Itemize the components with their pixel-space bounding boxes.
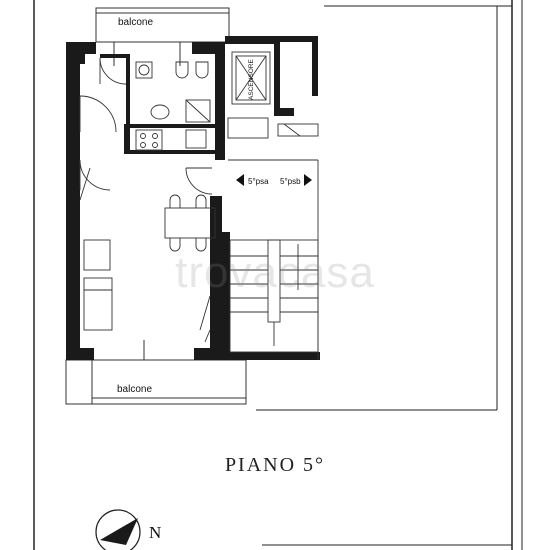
balcony-top-label: balcone [118, 17, 153, 28]
balcony-bottom [65, 340, 247, 405]
elevator-label: ASCENSORE [248, 59, 255, 100]
landing-left-label: 5°psa [248, 177, 269, 186]
north-label: N [149, 523, 162, 542]
structural-walls [66, 36, 320, 360]
landing-arrows [236, 174, 312, 186]
floor-title: PIANO 5° [224, 454, 326, 476]
north-compass-icon [95, 509, 141, 550]
interior-details [79, 51, 319, 360]
landing-right-label: 5°psb [280, 177, 301, 186]
sheet-frame [33, 0, 523, 550]
balcony-bottom-label: balcone [117, 384, 152, 395]
watermark: trovacasa [175, 248, 375, 297]
